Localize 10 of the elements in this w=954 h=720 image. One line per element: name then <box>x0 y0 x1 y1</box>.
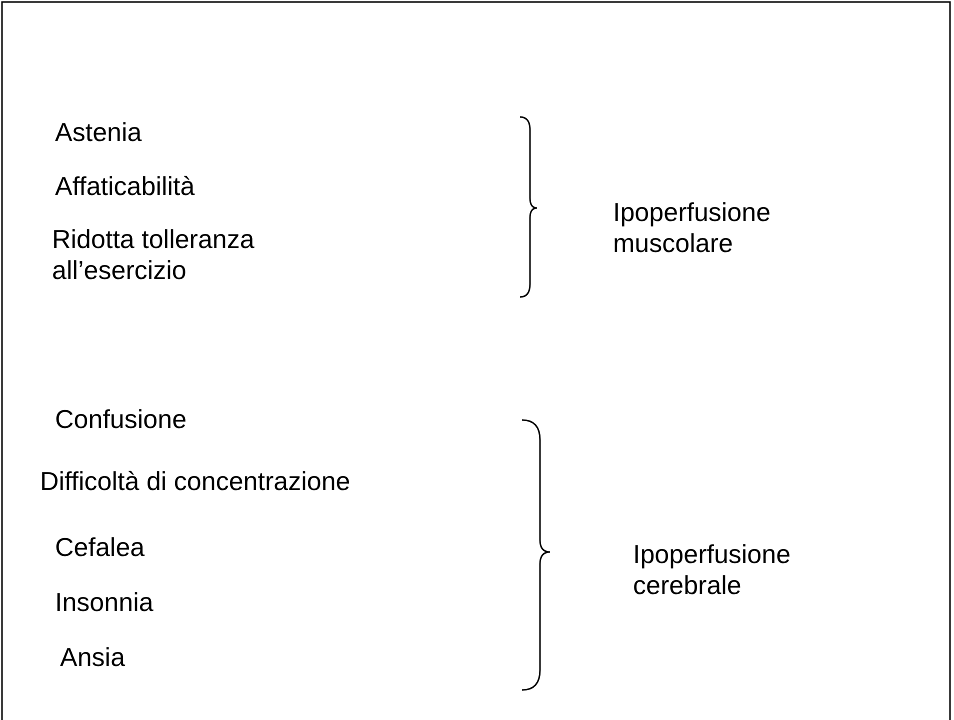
symptom-label: Affaticabilità <box>55 171 195 202</box>
symptom-label: Difficoltà di concentrazione <box>40 466 350 497</box>
symptom-label: Confusione <box>55 404 187 435</box>
symptom-label: Insonnia <box>55 587 154 618</box>
symptom-label: Astenia <box>55 117 142 148</box>
symptom-label: Ansia <box>60 642 126 673</box>
symptom-label: Ridotta tolleranza all’esercizio <box>52 224 256 286</box>
symptom-label: Cefalea <box>55 532 145 563</box>
cause-label: Ipoperfusione cerebrale <box>633 539 792 601</box>
cause-label: Ipoperfusione muscolare <box>613 197 772 259</box>
